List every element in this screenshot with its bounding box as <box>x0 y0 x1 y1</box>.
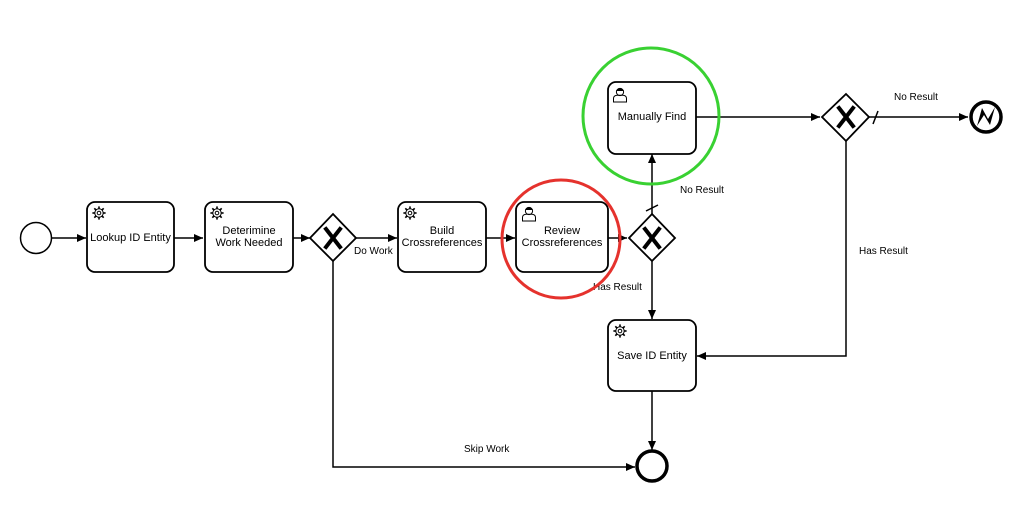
x-icon <box>642 226 662 250</box>
task-label-line-2: Crossreferences <box>522 237 603 249</box>
task-build-crossreferences[interactable]: Build Crossreferences <box>397 201 487 273</box>
task-determine-work-needed[interactable]: Deterimine Work Needed <box>204 201 294 273</box>
user-icon <box>522 206 536 222</box>
end-event[interactable] <box>635 449 669 483</box>
exclusive-gateway-review-result[interactable] <box>627 212 677 263</box>
flow-has-result-2[interactable] <box>697 141 847 360</box>
highlight-circle-review <box>500 178 622 300</box>
task-label-line-1: Build <box>430 225 454 237</box>
default-flow-marker-2 <box>872 110 879 125</box>
flow-skip-work[interactable] <box>332 261 635 471</box>
exclusive-gateway-work-needed[interactable] <box>308 212 358 263</box>
error-icon <box>977 107 995 126</box>
task-label-line-1: Review <box>544 225 580 237</box>
exclusive-gateway-manual-result[interactable] <box>820 92 871 143</box>
start-event[interactable] <box>19 221 53 255</box>
task-label-line-2: Work Needed <box>215 237 282 249</box>
error-end-event[interactable] <box>969 100 1003 134</box>
task-lookup-id-entity[interactable]: Lookup ID Entity <box>86 201 175 273</box>
flow-label-skip-work: Skip Work <box>464 444 510 455</box>
flow-label-no-result-1: No Result <box>680 185 724 196</box>
x-icon <box>836 105 856 129</box>
sequence-flows <box>52 110 968 471</box>
task-label: Manually Find <box>618 111 686 123</box>
flow-label-has-result-2: Has Result <box>859 246 908 257</box>
user-icon <box>613 87 627 103</box>
x-icon <box>323 226 343 250</box>
task-manually-find[interactable]: Manually Find <box>607 81 697 155</box>
task-save-id-entity[interactable]: Save ID Entity <box>607 319 697 392</box>
highlight-circle-manually-find <box>581 46 721 186</box>
task-label-line-1: Deterimine <box>222 225 275 237</box>
task-label-line-2: Crossreferences <box>402 237 483 249</box>
task-label: Lookup ID Entity <box>90 232 171 244</box>
flow-label-do-work: Do Work <box>354 246 394 257</box>
flow-label-has-result-1: Has Result <box>593 282 642 293</box>
default-flow-marker-1 <box>645 204 659 212</box>
task-label: Save ID Entity <box>617 350 687 362</box>
task-review-crossreferences[interactable]: Review Crossreferences <box>515 201 609 273</box>
flow-label-no-result-2: No Result <box>894 92 938 103</box>
